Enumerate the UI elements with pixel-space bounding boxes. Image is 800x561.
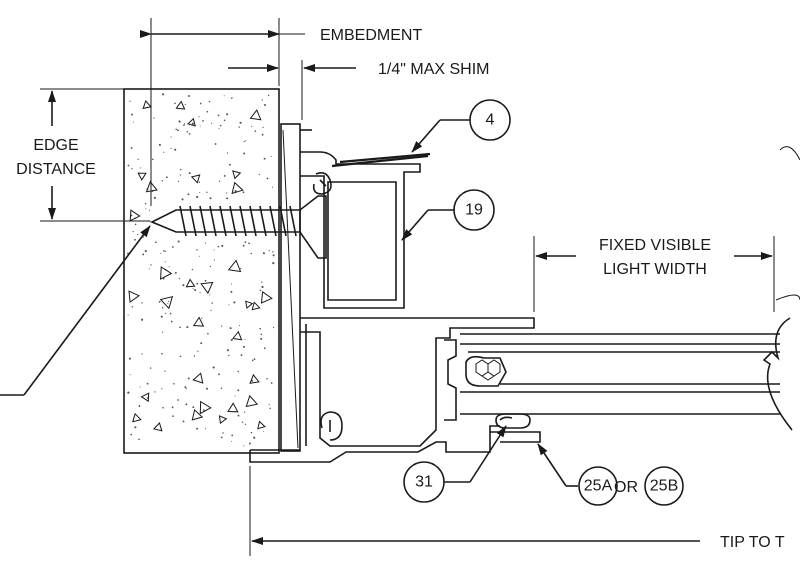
main-frame-extrusion (249, 317, 535, 463)
fixed-visible-label-line1: FIXED VISIBLE (599, 237, 711, 254)
concrete-aggregate (127, 93, 275, 447)
callout-25a-or-25b: 25A OR 25B (537, 443, 684, 506)
callout-25b-label: 25B (650, 478, 678, 495)
subframe-extrusion (300, 151, 431, 309)
shim-and-frame-back (280, 123, 312, 452)
fixed-visible-label-line2: LIGHT WIDTH (603, 261, 707, 278)
max-shim-label: 1/4" MAX SHIM (378, 61, 489, 78)
callout-31: 31 (403, 425, 507, 503)
embedment-label: EMBEDMENT (320, 27, 422, 44)
concrete-substrate (123, 88, 280, 454)
tip-to-label: TIP TO T (720, 534, 785, 551)
edge-distance-label-line2: DISTANCE (16, 161, 96, 178)
shim-dimension: 1/4" MAX SHIM (228, 60, 489, 120)
callout-19-label: 19 (465, 202, 483, 219)
or-label: OR (614, 479, 638, 496)
callout-4-label: 4 (486, 112, 495, 129)
callout-25a-label: 25A (584, 478, 613, 495)
edge-distance-dimension: EDGE DISTANCE (16, 88, 150, 222)
edge-distance-label-line1: EDGE (33, 137, 78, 154)
callout-19: 19 (401, 189, 495, 241)
callout-4: 4 (411, 99, 511, 153)
anchor-leader (0, 225, 151, 396)
callout-31-label: 31 (415, 474, 433, 491)
screw-anchor (150, 195, 327, 259)
tip-to-tip-dimension: TIP TO T (249, 466, 785, 556)
glazing-unit (460, 146, 800, 443)
embedment-dimension: EMBEDMENT (140, 18, 422, 206)
visible-light-dimension: FIXED VISIBLE LIGHT WIDTH (533, 236, 775, 312)
